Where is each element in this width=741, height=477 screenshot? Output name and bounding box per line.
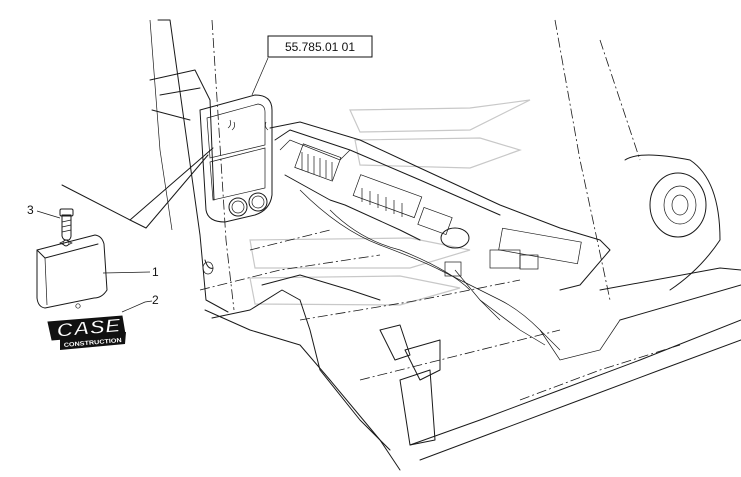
logo-brand: CASE: [56, 315, 123, 342]
bolt: [59, 208, 74, 241]
lower-frame: [199, 229, 741, 471]
callout-number-3: 3: [27, 203, 34, 217]
callout-number-1: 1: [152, 265, 159, 279]
right-side-body: [554, 19, 741, 321]
detail-leaders: [61, 147, 214, 229]
callout-leaders: [36, 210, 153, 313]
reference-label: 55.785.01 01: [285, 40, 355, 54]
reference-callout: 55.785.01 01: [251, 35, 373, 96]
cover: [36, 234, 108, 309]
case-logo: CASE CONSTRUCTION: [47, 315, 126, 350]
cab-pillar: [149, 19, 235, 313]
callout-number-2: 2: [152, 293, 159, 307]
logo-subtitle: CONSTRUCTION: [64, 338, 122, 349]
dashboard-console: [269, 121, 611, 351]
instrument-cluster: [199, 94, 273, 223]
watermark: [249, 99, 531, 306]
reference-box: [267, 35, 373, 58]
